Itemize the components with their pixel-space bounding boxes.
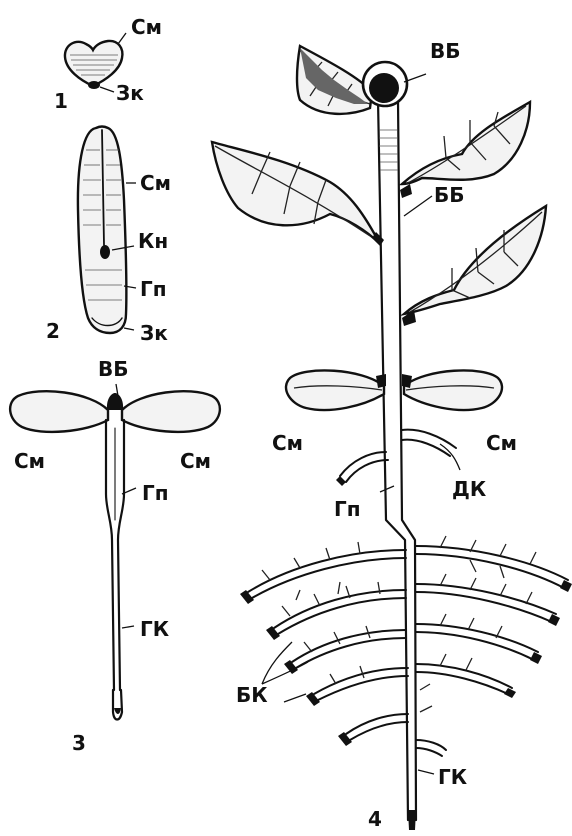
fig1-radicle [88, 81, 100, 89]
fig3-label-apical-bud: ВБ [98, 357, 129, 381]
fig4-label-cotyledon-left: См [272, 431, 303, 455]
fig4-label-lateral-bud: ББ [434, 183, 465, 207]
fig2-label-hypocotyl: Гп [140, 277, 167, 301]
fig4-lateral-roots-right [416, 546, 568, 756]
fig2-label-embryo-root: Зк [140, 321, 168, 345]
fig2-number: 2 [46, 319, 60, 343]
fig4-label-adventitious-root: ДК [452, 477, 487, 501]
fig1-number: 1 [54, 89, 68, 113]
fig1-cotyledon-body [65, 41, 122, 86]
fig4-label-hypocotyl: Гп [334, 497, 361, 521]
fig4-label-lateral-roots: БК [236, 683, 268, 707]
fig4-leaf-lower-right [404, 206, 546, 314]
fig4-number: 4 [368, 807, 382, 831]
fig3-label-main-root: ГК [140, 617, 170, 641]
fig4-leaf-upper-right [402, 102, 530, 184]
fig4-label-cotyledon-right: См [486, 431, 517, 455]
fig3-number: 3 [72, 731, 86, 755]
fig4-label-main-root: ГК [438, 765, 468, 789]
fig2-label-root-tip: Кн [138, 229, 168, 253]
fig1-label-embryo-root: Зк [116, 81, 144, 105]
fig4-adventitious-root-right [402, 430, 456, 456]
fig3-label-cotyledon-right: См [180, 449, 211, 473]
fig4-cotyledon-left [286, 370, 384, 410]
fig1-label-cotyledon: См [131, 15, 162, 39]
fig2-bud [100, 245, 110, 259]
fig3-label-hypocotyl: Гп [142, 481, 169, 505]
fig3-label-cotyledon-left: См [14, 449, 45, 473]
fig3-apical-bud [107, 393, 123, 410]
figure-2-embryo: См Кн Гп Зк 2 [46, 127, 171, 346]
figure-1-embryo: См Зк 1 [54, 15, 162, 113]
fig4-adventitious-root-left [340, 452, 388, 482]
fig4-label-apical-bud: ВБ [430, 39, 461, 63]
fig4-root-tip [408, 810, 416, 830]
fig4-apical-bud [369, 73, 399, 103]
figure-4-plant: ВБ ББ См См ДК Гп [212, 39, 572, 831]
fig4-lateral-roots-left [248, 550, 408, 740]
fig3-cotyledon-left [10, 391, 108, 432]
fig3-root-cap [113, 690, 122, 720]
fig3-cotyledon-right [122, 391, 220, 432]
fig2-label-cotyledon: См [140, 171, 171, 195]
fig4-cotyledon-right [404, 370, 502, 410]
figure-3-seedling: ВБ См См Гп ГК 3 [10, 357, 220, 755]
fig4-leaf-left [212, 142, 380, 244]
